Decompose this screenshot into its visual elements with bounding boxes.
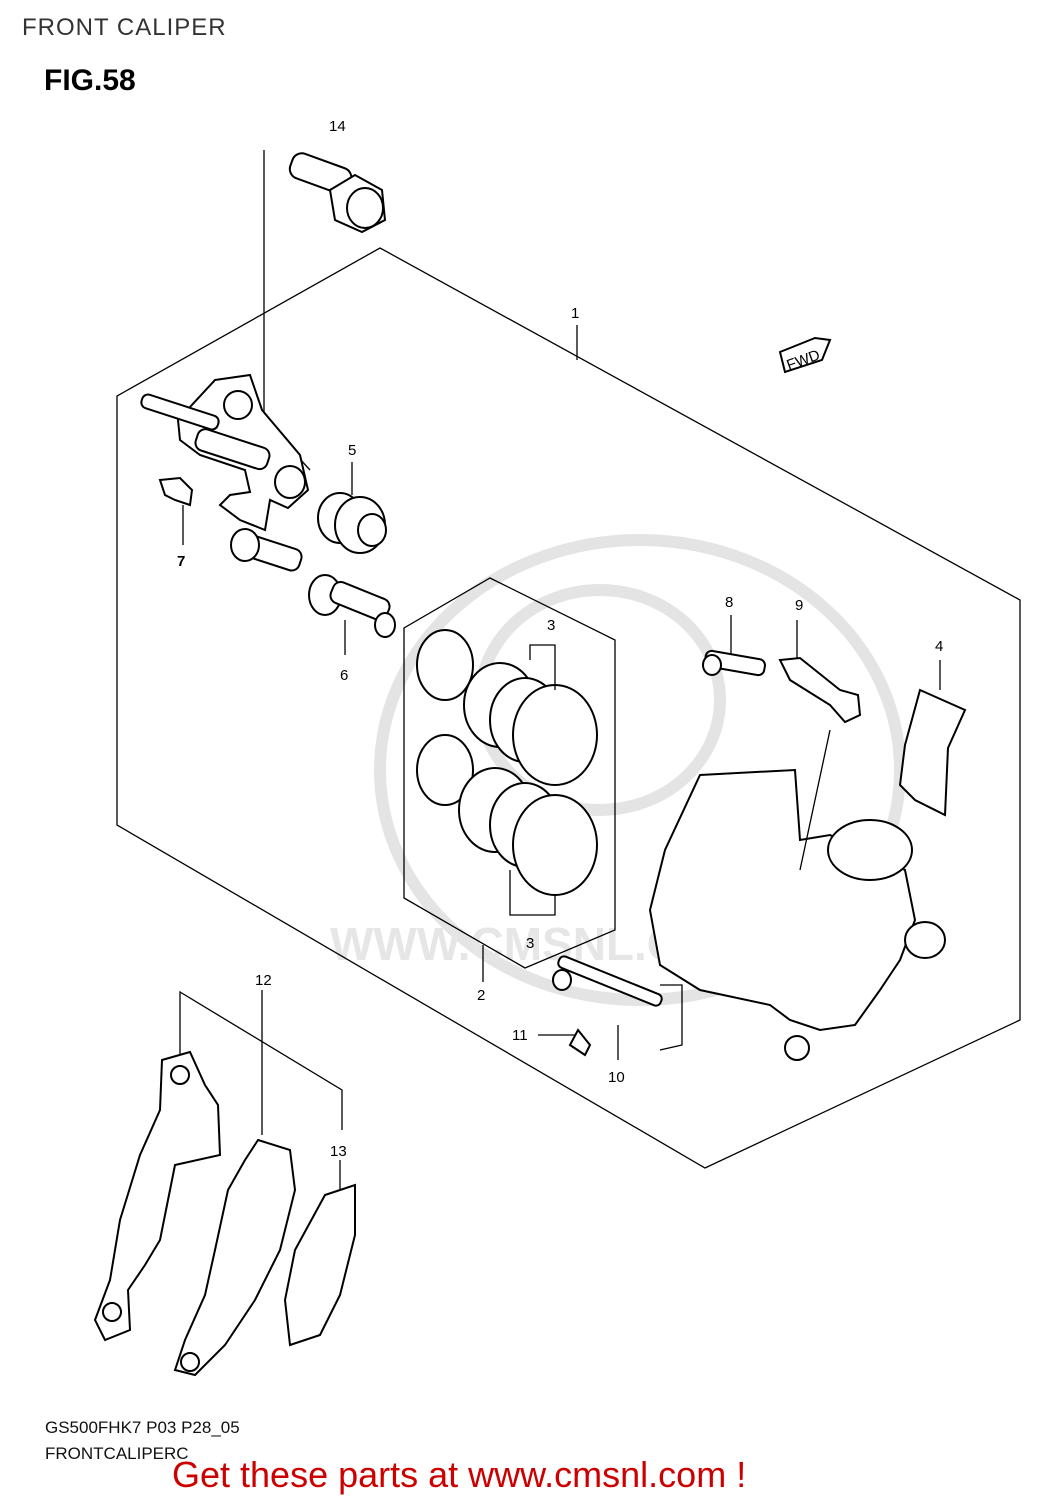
- callout-9: 9: [795, 597, 803, 614]
- piston-group-outline: [403, 577, 616, 969]
- callout-12: 12: [255, 972, 272, 989]
- page-title: FRONT CALIPER: [22, 14, 227, 41]
- slide-pin: [230, 528, 303, 572]
- callout-3-bottom: 3: [526, 935, 534, 952]
- pin-part-10: [552, 955, 683, 1060]
- pad-group-outline: [179, 990, 343, 1130]
- assembly-outline: [116, 247, 1021, 1169]
- callout-4: 4: [935, 638, 943, 655]
- callout-2: 2: [477, 987, 485, 1004]
- pin-part-6: [308, 574, 396, 655]
- cap-part-9: [778, 620, 862, 724]
- callout-14: 14: [329, 118, 346, 135]
- caliper-body: [648, 729, 946, 1061]
- diagram-name: FRONTCALIPERC: [45, 1444, 189, 1463]
- callout-13: 13: [330, 1143, 347, 1160]
- spring-part-4: [898, 660, 967, 817]
- shim-part-13: [283, 1160, 356, 1347]
- diagram-code: GS500FHK7 P03 P28_05: [45, 1418, 240, 1437]
- caliper-bracket: [140, 373, 310, 532]
- callout-7: 7: [177, 553, 185, 570]
- clip-part-11: [538, 1028, 592, 1057]
- boot-part-5: [317, 462, 387, 554]
- callout-8: 8: [725, 594, 733, 611]
- callout-5: 5: [348, 442, 356, 459]
- clip-part-7: [158, 476, 194, 545]
- callout-3-top: 3: [547, 617, 555, 634]
- callout-6: 6: [340, 667, 348, 684]
- callout-1: 1: [571, 305, 579, 322]
- bolt-part-14: [288, 152, 387, 234]
- callout-11: 11: [512, 1027, 528, 1044]
- pad-part-12b: [173, 1138, 297, 1377]
- forward-direction-tag: FWD: [778, 336, 832, 374]
- bleeder-part-8: [702, 615, 766, 677]
- pad-part-12: [93, 990, 263, 1342]
- figure-number: FIG.58: [44, 64, 136, 97]
- callout-10: 10: [608, 1069, 625, 1086]
- seals-part-3: [489, 644, 598, 916]
- promo-link-text[interactable]: Get these parts at www.cmsnl.com !: [172, 1454, 747, 1495]
